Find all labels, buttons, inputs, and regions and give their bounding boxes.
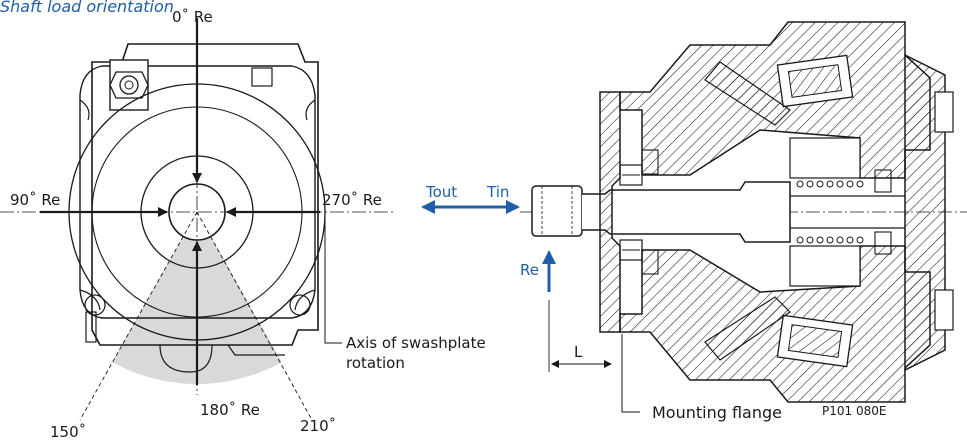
- diagram-title: Shaft load orientation: [0, 0, 174, 16]
- label-radial-load: Re: [520, 261, 539, 279]
- label-mounting-flange: Mounting flange: [652, 403, 782, 422]
- spring-coils: [796, 180, 864, 244]
- label-150-angle: 150˚: [50, 423, 86, 440]
- housing-outline: [91, 43, 319, 346]
- section-view: [520, 21, 967, 413]
- label-270-re: 270˚ Re: [322, 191, 382, 209]
- label-torque-out: Tout: [425, 183, 457, 201]
- figure-code: P101 080E: [822, 404, 886, 418]
- label-180-re: 180˚ Re: [200, 401, 260, 419]
- label-swashplate-axis: Axis of swashplate: [346, 334, 486, 352]
- label-swashplate-axis-line2: rotation: [346, 354, 405, 372]
- label-210-angle: 210˚: [300, 417, 336, 435]
- label-0-re: 0˚ Re: [172, 8, 213, 26]
- label-length: L: [574, 343, 583, 361]
- label-torque-in: Tin: [486, 183, 509, 201]
- label-90-re: 90˚ Re: [10, 191, 60, 209]
- adjustment-screw-icon: [109, 59, 149, 111]
- front-view: [0, 18, 396, 421]
